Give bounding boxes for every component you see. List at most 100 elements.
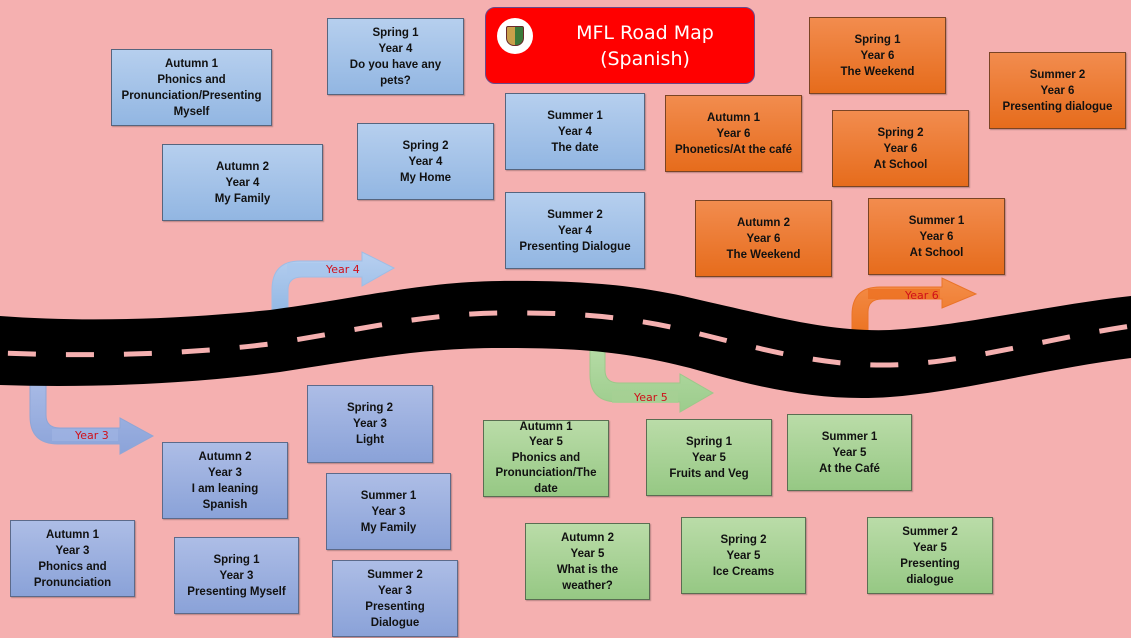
title-line-1: MFL Road Map [576, 22, 714, 44]
y3-summer2-card: Summer 2 Year 3 Presenting Dialogue [332, 560, 458, 637]
y3-autumn1-card: Autumn 1 Year 3 Phonics and Pronunciatio… [10, 520, 135, 597]
year3-arrow [29, 379, 155, 455]
topic-line: Ice Creams [712, 565, 775, 578]
y6-autumn2-card: Autumn 2 Year 6 The Weekend [695, 200, 832, 277]
y6-autumn1-card: Autumn 1 Year 6 Phonetics/At the café [665, 95, 802, 172]
topic-line: weather? [562, 579, 613, 592]
shield-icon [506, 26, 524, 46]
topic-line: At School [909, 246, 964, 259]
term-label: Spring 2 [402, 139, 449, 152]
y4-spring2-card: Spring 2 Year 4 My Home [357, 123, 494, 200]
year-label: Year 4 [408, 155, 443, 168]
y4-autumn1-card: Autumn 1 Phonics and Pronunciation/Prese… [111, 49, 272, 126]
term-label: Summer 1 [821, 430, 878, 443]
year-label: Year 6 [883, 142, 918, 155]
road [0, 280, 1131, 399]
year-label: Year 3 [371, 505, 406, 518]
y3-autumn2-card: Autumn 2 Year 3 I am leaning Spanish [162, 442, 288, 519]
y4-autumn2-card: Autumn 2 Year 4 My Family [162, 144, 323, 221]
topic-line: Pronunciation/The [495, 467, 597, 480]
year-label: Year 4 [225, 176, 260, 189]
topic-line: Phonics and [38, 560, 107, 573]
topic-line: Phonetics/At the café [675, 143, 792, 156]
year-label: Year 3 [219, 569, 254, 582]
y5-spring1-card: Spring 1 Year 5 Fruits and Veg [646, 419, 772, 496]
year-label: Year 5 [726, 549, 761, 562]
topic-line: Dialogue [370, 616, 420, 629]
y4-summer2-card: Summer 2 Year 4 Presenting Dialogue [505, 192, 645, 269]
term-label: Autumn 2 [198, 450, 252, 463]
topic-line: Phonics and [511, 451, 581, 464]
year-label: Year 4 [558, 125, 592, 138]
term-label: Summer 2 [902, 525, 958, 538]
term-label: Summer 1 [908, 214, 965, 227]
year-label: Year 6 [746, 232, 781, 245]
topic-line: The Weekend [726, 248, 801, 261]
school-crest-logo [497, 18, 533, 54]
topic-line: date [534, 482, 558, 495]
topic-line: Presenting Dialogue [519, 240, 631, 253]
year-label: Year 4 [378, 42, 413, 55]
topic-line: Light [355, 434, 385, 446]
year5-arrow-label: Year 5 [634, 391, 668, 404]
y5-spring2-card: Spring 2 Year 5 Ice Creams [681, 517, 806, 594]
topic-line: My Home [399, 171, 452, 184]
topic-line: Presenting Myself [187, 585, 286, 598]
topic-line: dialogue [906, 573, 954, 586]
term-label: Spring 1 [372, 26, 419, 39]
term-label: Spring 1 [685, 435, 732, 448]
year-label: Year 5 [529, 436, 563, 449]
road-center-line [0, 310, 1131, 368]
y3-spring2-card: Spring 2 Year 3 Light [307, 385, 433, 463]
year-label: Year 5 [832, 446, 867, 459]
term-label: Spring 1 [213, 553, 260, 566]
year-label: Year 5 [692, 451, 726, 464]
topic-line: Presenting [900, 557, 960, 570]
topic-line: My Family [214, 192, 271, 205]
y5-autumn1-card: Autumn 1 Year 5 Phonics and Pronunciatio… [483, 420, 609, 497]
topic-line: Do you have any [349, 58, 442, 71]
year-label: Year 3 [353, 418, 387, 430]
year-label: Year 6 [1040, 84, 1075, 97]
term-label: Summer 2 [547, 208, 603, 221]
topic-line: At School [873, 158, 928, 171]
topic-line: Phonics and [157, 73, 226, 86]
year-label: Year 3 [55, 544, 90, 557]
topic-line: What is the [556, 563, 619, 576]
topic-line: I am leaning [191, 482, 259, 495]
y6-spring2-card: Spring 2 Year 6 At School [832, 110, 969, 187]
term-label: Summer 2 [1029, 68, 1086, 81]
topic-line: Presenting dialogue [1002, 100, 1113, 113]
topic-line: My Family [360, 521, 417, 534]
title-line-2: (Spanish) [600, 48, 690, 70]
topic-line: Fruits and Veg [669, 467, 749, 480]
title-banner: MFL Road Map (Spanish) [485, 7, 755, 84]
topic-line: Presenting [365, 600, 425, 613]
y5-summer1-card: Summer 1 Year 5 At the Café [787, 414, 912, 491]
term-label: Autumn 2 [560, 531, 615, 544]
year-label: Year 5 [913, 541, 947, 554]
year-label: Year 6 [716, 127, 751, 140]
y3-spring1-card: Spring 1 Year 3 Presenting Myself [174, 537, 299, 614]
y6-summer1-card: Summer 1 Year 6 At School [868, 198, 1005, 275]
term-label: Autumn 2 [736, 216, 791, 229]
y3-summer1-card: Summer 1 Year 3 My Family [326, 473, 451, 550]
term-label: Spring 2 [720, 533, 767, 546]
year-label: Year 6 [919, 230, 954, 243]
topic-line: Pronunciation [33, 576, 112, 589]
year6-arrow-label: Year 6 [905, 289, 939, 302]
term-label: Spring 2 [346, 402, 393, 414]
term-label: Spring 2 [877, 126, 924, 139]
year-label: Year 3 [378, 584, 412, 597]
topic-line: Pronunciation/Presenting [121, 89, 262, 102]
year-label: Year 5 [570, 547, 605, 560]
topic-line: pets? [380, 74, 411, 87]
term-label: Summer 1 [547, 109, 603, 122]
year-label: Year 6 [860, 49, 895, 62]
term-label: Summer 1 [360, 489, 417, 502]
y5-summer2-card: Summer 2 Year 5 Presenting dialogue [867, 517, 993, 594]
topic-line: At the Café [819, 462, 880, 475]
y4-spring1-card: Spring 1 Year 4 Do you have any pets? [327, 18, 464, 95]
